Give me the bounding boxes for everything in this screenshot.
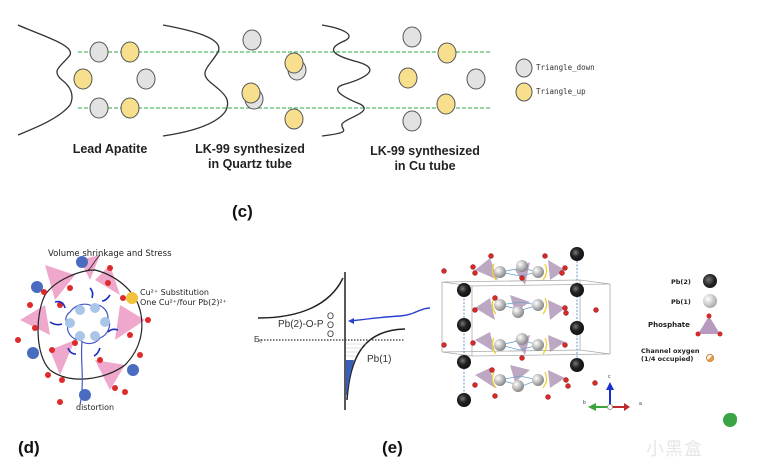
annotation-distortion: distortion [76, 403, 115, 412]
oxygen-atoms [15, 265, 151, 405]
caption-lead-apatite: Lead Apatite [72, 142, 148, 156]
caption-quartz-line1: LK-99 synthesized [195, 142, 305, 156]
axis-c-label: c [608, 374, 611, 380]
panel-label-e: (e) [382, 438, 403, 457]
pb1-label: Pb(1) [367, 354, 392, 365]
panel-d-figure [15, 254, 151, 406]
legend-down-label: Triangle_down [536, 63, 595, 72]
legend-pb1-label: Pb(1) [671, 298, 691, 306]
wave-cu [321, 24, 371, 137]
pointer-arrowhead [348, 318, 354, 324]
legend-phosphate-label: Phosphate [648, 321, 690, 329]
legend-up-marker [515, 82, 533, 102]
legend-phosphate-tetrahedron-icon [695, 313, 723, 337]
caption-cu-line1: LK-99 synthesized [370, 144, 480, 158]
annotation-pointer [87, 254, 101, 271]
phosphate-tetrahedra [475, 258, 565, 388]
legend-channel-oxygen: Channel oxygen (1/4 occupied) [641, 347, 700, 363]
watermark: 小黑盒 [646, 439, 703, 459]
filled-states [346, 360, 354, 395]
stress-arrows [49, 287, 119, 357]
oxygen-label-2: O [327, 320, 335, 330]
caption-cu-line2: in Cu tube [394, 159, 456, 173]
cu-atom-marker [126, 292, 138, 304]
fermi-label: Eₑ [254, 335, 263, 344]
axis-a-label: a [639, 401, 642, 407]
caption-quartz-line2: in Quartz tube [207, 157, 293, 171]
legend-channel-oxygen-label: Channel oxygen [641, 347, 700, 355]
panel-label-d: (d) [18, 438, 40, 457]
oxygen-label-3: O [327, 329, 335, 339]
pb2-columns [463, 254, 578, 400]
pb-atoms [27, 256, 139, 401]
axis-b-label: b [583, 400, 586, 406]
quartz-atoms [241, 29, 307, 130]
green-elephant-icon [723, 413, 737, 427]
pb2-spheres [457, 247, 584, 407]
legend-channel-oxygen-icon [706, 354, 714, 362]
cu-atoms [398, 26, 486, 132]
legend-pb1-sphere-icon [703, 294, 717, 308]
oxygen-label-1: O [327, 311, 335, 321]
channel-atoms [65, 303, 110, 341]
pointer-arrow [349, 307, 430, 322]
legend-up-label: Triangle_up [536, 87, 586, 96]
annotation-volume-shrinkage: Volume shrinkage and Stress [48, 249, 172, 259]
wave-quartz [162, 24, 229, 137]
bond-arcs [491, 263, 548, 389]
legend-pb2-label: Pb(2) [671, 278, 691, 286]
crystal-structure [441, 247, 630, 411]
panel-c-figure [17, 24, 533, 137]
legend-pb2-sphere-icon [703, 274, 717, 288]
axes-indicator [588, 382, 630, 411]
panel-label-c: (c) [232, 202, 253, 221]
lead-apatite-atoms [73, 41, 156, 119]
annotation-cu-substitution: Cu²⁺ Substitution [140, 288, 209, 297]
legend-down-marker [515, 58, 533, 78]
right-band-curve [346, 328, 406, 401]
wave-lead-apatite [17, 24, 73, 136]
state-lines [346, 343, 366, 357]
pb1-spheres [494, 260, 544, 392]
legend-channel-oxygen-sublabel: (1/4 occupied) [641, 355, 694, 363]
oxygen-spheres [441, 253, 599, 400]
caption-quartz: LK-99 synthesized in Quartz tube [180, 142, 320, 172]
stress-contour [37, 269, 143, 380]
annotation-cu-ratio: One Cu²⁺/four Pb(2)²⁺ [140, 298, 227, 307]
band-diagram [257, 272, 430, 410]
left-band-curve [257, 277, 344, 319]
caption-cu: LK-99 synthesized in Cu tube [355, 144, 495, 174]
pb2-o-p-label: Pb(2)-O-P [278, 319, 324, 330]
